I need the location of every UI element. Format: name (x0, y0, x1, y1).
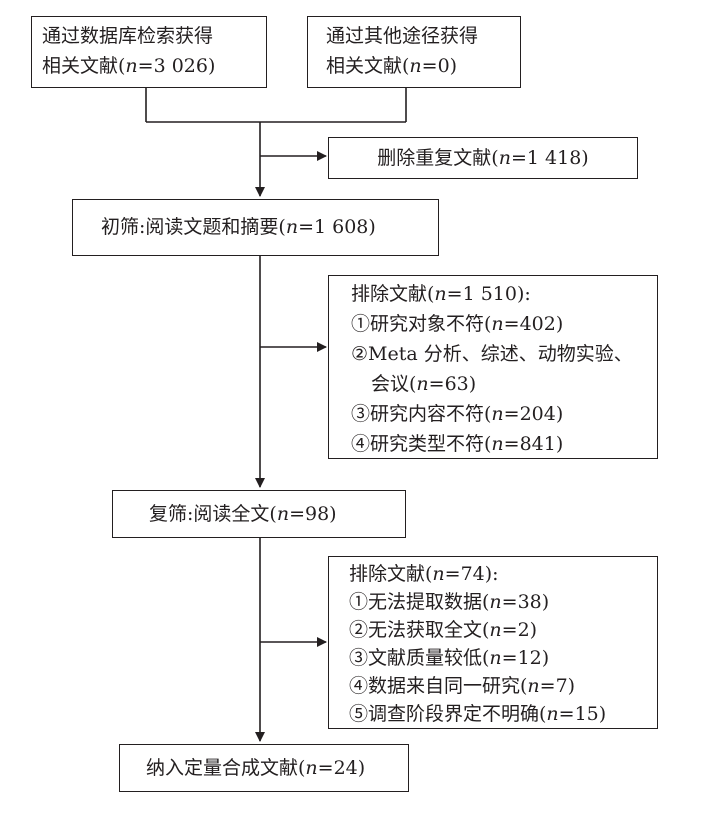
exclusion-1-item: ③研究内容不符(n=204) (351, 403, 564, 425)
exclusion-2-item: ④数据来自同一研究(n=7) (349, 675, 576, 697)
exclusion-2-item: ①无法提取数据(n=38) (349, 591, 550, 613)
exclusion-2-item: ③文献质量较低(n=12) (349, 647, 550, 669)
full-text-screen-box: 复筛:阅读全文(n=98) (112, 490, 406, 538)
exclusion-1-item: ④研究类型不符(n=841) (351, 433, 564, 455)
exclusion-1-box: 排除文献(n=1 510): ①研究对象不符(n=402) ②Meta 分析、综… (328, 275, 658, 459)
exclusion-2-box: 排除文献(n=74): ①无法提取数据(n=38) ②无法获取全文(n=2) ③… (328, 556, 658, 729)
exclusion-1-title: 排除文献(n=1 510): (351, 283, 531, 305)
initial-screen-box: 初筛:阅读文题和摘要(n=1 608) (72, 199, 439, 256)
exclusion-1-item: ②Meta 分析、综述、动物实验、 (351, 343, 633, 365)
exclusion-2-title: 排除文献(n=74): (349, 563, 499, 585)
source-other-line-2: 相关文献(n=0) (326, 55, 458, 77)
source-other-line-1: 通过其他途径获得 (326, 25, 479, 47)
exclusion-1-item: ①研究对象不符(n=402) (351, 313, 564, 335)
exclusion-2-item: ⑤调查阶段界定不明确(n=15) (349, 703, 607, 725)
duplicates-removed-box: 删除重复文献(n=1 418) (328, 137, 638, 179)
exclusion-1-item-continuation: 会议(n=63) (371, 373, 477, 395)
source-database-line-2: 相关文献(n=3 026) (42, 55, 216, 77)
initial-screen-label: 初筛:阅读文题和摘要(n=1 608) (101, 216, 376, 238)
source-database-line-1: 通过数据库检索获得 (42, 25, 214, 47)
included-box: 纳入定量合成文献(n=24) (119, 744, 409, 792)
exclusion-2-item: ②无法获取全文(n=2) (349, 619, 538, 641)
duplicates-removed-label: 删除重复文献(n=1 418) (377, 147, 589, 169)
source-database-box: 通过数据库检索获得 相关文献(n=3 026) (31, 16, 267, 88)
included-label: 纳入定量合成文献(n=24) (146, 757, 366, 779)
full-text-screen-label: 复筛:阅读全文(n=98) (149, 503, 337, 525)
source-other-box: 通过其他途径获得 相关文献(n=0) (307, 16, 521, 88)
